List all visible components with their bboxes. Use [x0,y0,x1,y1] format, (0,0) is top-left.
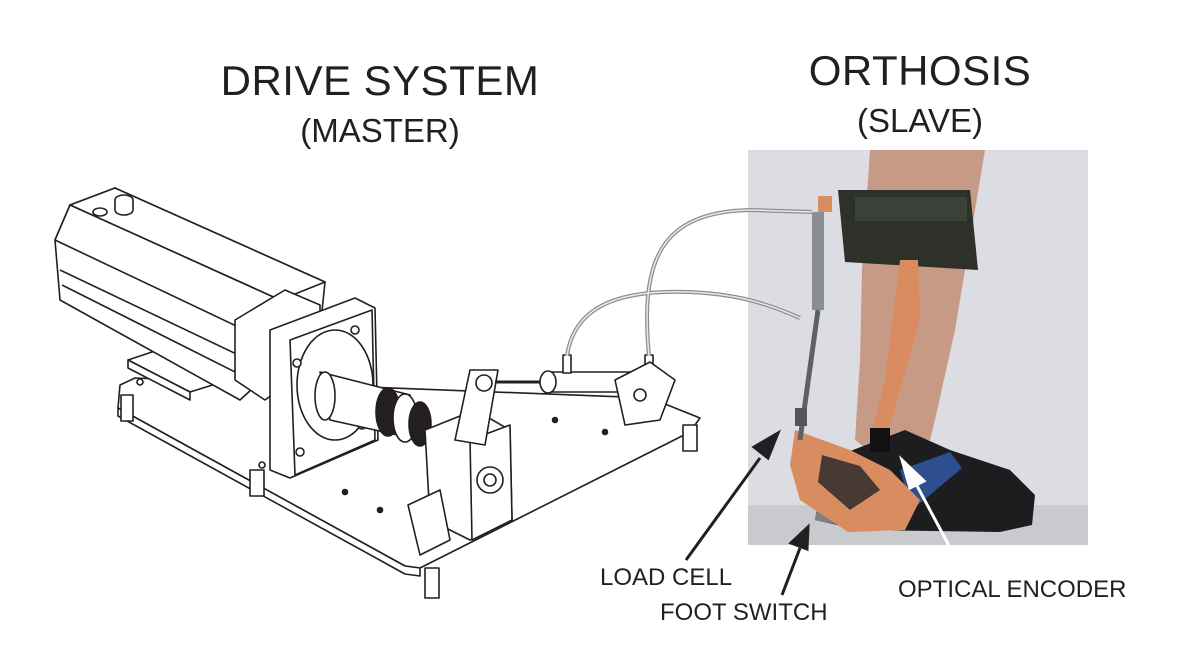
load-cell-arrow-head [751,429,782,461]
base-plate-edge [117,407,421,577]
upper-bracket [818,196,832,212]
crank-foot [407,489,451,556]
drive-system-drawing [54,187,701,599]
orthosis-shank-frame [870,260,920,440]
plate-hole [376,506,384,514]
crank-bearing-inner [483,473,497,487]
plate-hole [341,488,349,496]
flange-bolt [292,358,302,368]
optical-encoder-arrow-head [899,455,927,491]
cylinder-end [539,370,557,394]
orthosis-title: ORTHOSIS (SLAVE) [800,47,1040,139]
load-cell-block [795,408,807,426]
load-cell-arrow-line [684,457,762,561]
motor-connector-body [114,200,134,216]
hose-highlights [566,209,813,357]
foot-switch-arrow-line [780,547,802,596]
clevis-pin [633,388,647,402]
base-leg [424,567,440,599]
base-leg [249,469,265,497]
motor-edge [61,284,256,383]
calf-strap-band [855,197,967,221]
motor-rail-side [127,359,191,401]
optical-encoder-arrow-line [913,481,964,571]
motor-connector [92,207,108,217]
orthosis-heading: ORTHOSIS [808,47,1032,94]
foot-switch-label: FOOT SWITCH [660,599,828,626]
drive-system-subheading: (MASTER) [300,112,460,149]
base-leg [120,394,134,422]
flange-bolt [295,447,305,457]
plate-hole [551,416,559,424]
foot-switch-arrow-head [788,523,810,552]
optical-encoder-label: OPTICAL ENCODER [898,576,1127,603]
orthosis-subheading: (SLAVE) [857,102,983,139]
encoder-arrow [899,455,964,571]
foot-plate-cutout [818,455,880,510]
drive-system-title: DRIVE SYSTEM (MASTER) [210,57,550,149]
cylinder-port [562,354,572,374]
callout-arrows [684,429,810,596]
drive-system-heading: DRIVE SYSTEM [220,57,540,104]
shaft-end [314,371,336,421]
plate-bolt [136,378,144,386]
flange-bolt [350,325,360,335]
actuator-cylinder [812,212,824,310]
crank-pivot [475,374,493,392]
load-cell-label: LOAD CELL [600,564,733,591]
plate-hole [601,428,609,436]
plate-bolt [258,461,266,469]
base-leg [682,424,698,452]
optical-encoder-block [870,428,890,452]
